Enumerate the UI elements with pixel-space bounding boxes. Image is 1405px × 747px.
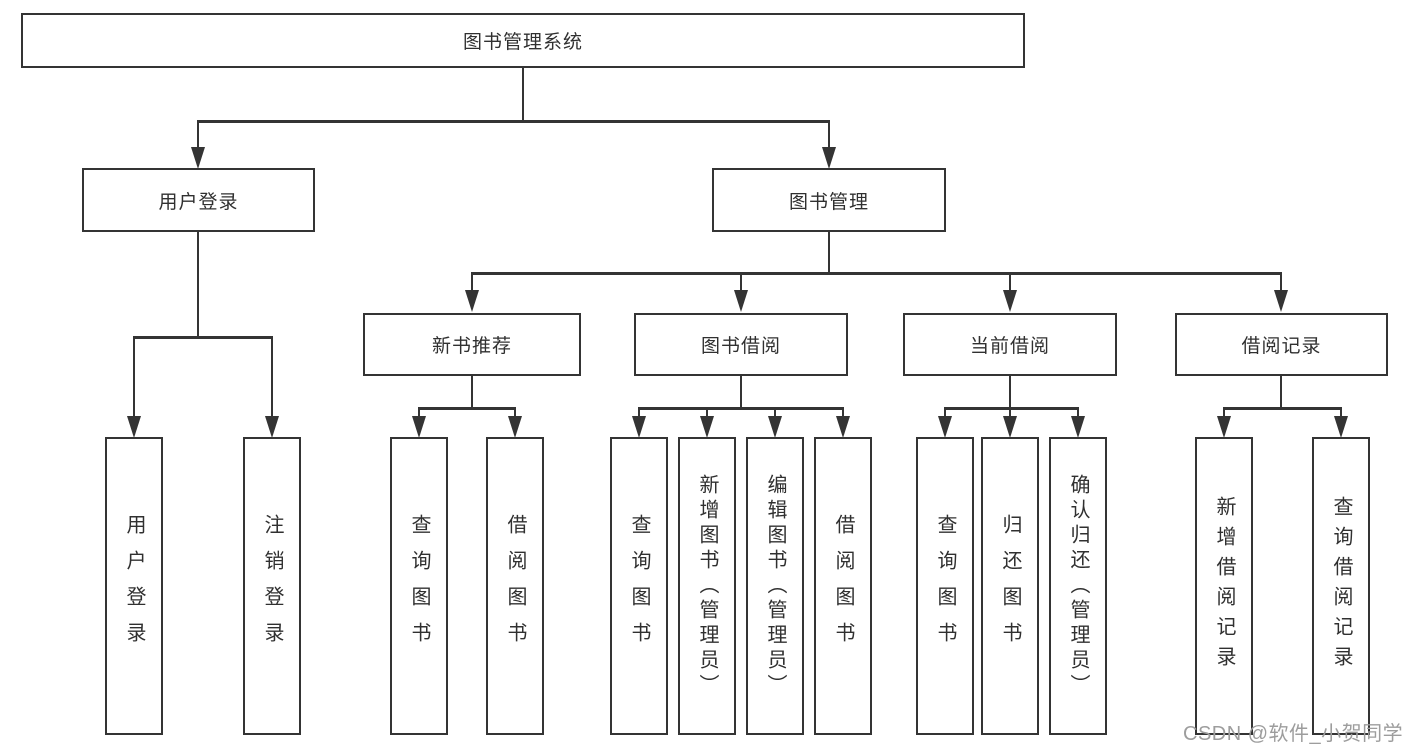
arrowhead-icon — [1003, 416, 1017, 438]
leaf-user-login: 用户登录 — [105, 437, 163, 735]
node-book-borrow: 图书借阅 — [634, 313, 848, 376]
arrowhead-icon — [836, 416, 850, 438]
arrowhead-icon — [127, 416, 141, 438]
leaf-label: 查询图书 — [408, 514, 430, 658]
arrowhead-icon — [1334, 416, 1348, 438]
arrowhead-icon — [508, 416, 522, 438]
edge-line — [827, 232, 831, 272]
leaf-query-books: 查询图书 — [610, 437, 668, 735]
edge-line — [827, 120, 831, 150]
leaf-label: 确认归还（管理员） — [1067, 473, 1089, 699]
leaf-label: 借阅图书 — [504, 514, 526, 658]
node-user-login: 用户登录 — [82, 168, 315, 232]
arrowhead-icon — [1003, 290, 1017, 312]
node-book-management: 图书管理 — [712, 168, 946, 232]
arrowhead-icon — [700, 416, 714, 438]
leaf-label: 查询图书 — [934, 514, 956, 658]
arrowhead-icon — [265, 416, 279, 438]
edge-line — [943, 407, 947, 417]
edge-line — [513, 407, 517, 417]
csdn-watermark: CSDN @软件_小贺同学 — [1183, 723, 1404, 745]
edge-line — [841, 407, 845, 417]
edge-line — [196, 120, 200, 150]
arrowhead-icon — [938, 416, 952, 438]
leaf-label: 借阅图书 — [832, 514, 854, 658]
edge-line — [417, 407, 421, 417]
leaf-label: 查询图书 — [628, 514, 650, 658]
arrowhead-icon — [822, 147, 836, 169]
node-label: 图书管理 — [788, 191, 869, 213]
leaf-add-borrow-record: 新增借阅记录 — [1195, 437, 1253, 735]
edge-line — [1008, 376, 1012, 407]
leaf-add-book-admin: 新增图书（管理员） — [678, 437, 736, 735]
edge-line — [419, 407, 515, 410]
edge-line — [470, 272, 474, 291]
edge-line — [945, 407, 1078, 410]
leaf-label: 编辑图书（管理员） — [764, 473, 786, 699]
leaf-label: 注销登录 — [261, 514, 283, 658]
node-label: 图书借阅 — [700, 336, 781, 357]
edge-line — [739, 272, 743, 291]
edge-line — [1008, 272, 1012, 291]
arrowhead-icon — [191, 147, 205, 169]
edge-line — [639, 407, 843, 410]
leaf-borrow-books: 借阅图书 — [814, 437, 872, 735]
arrowhead-icon — [632, 416, 646, 438]
node-label: 借阅记录 — [1241, 336, 1322, 357]
node-label: 用户登录 — [158, 191, 239, 213]
edge-line — [1279, 376, 1283, 407]
node-label: 当前借阅 — [969, 336, 1050, 357]
edge-line — [705, 407, 709, 417]
leaf-label: 新增图书（管理员） — [696, 473, 718, 699]
arrowhead-icon — [412, 416, 426, 438]
edge-line — [470, 376, 474, 407]
edge-line — [1076, 407, 1080, 417]
edge-line — [773, 407, 777, 417]
edge-line — [196, 232, 200, 336]
leaf-query-books: 查询图书 — [390, 437, 448, 735]
leaf-label: 新增借阅记录 — [1213, 496, 1235, 676]
leaf-query-books: 查询图书 — [916, 437, 974, 735]
leaf-label: 用户登录 — [123, 514, 145, 658]
leaf-confirm-return-admin: 确认归还（管理员） — [1049, 437, 1107, 735]
node-borrow-records: 借阅记录 — [1175, 313, 1388, 376]
edge-line — [1222, 407, 1226, 417]
node-new-book-recommend: 新书推荐 — [363, 313, 581, 376]
arrowhead-icon — [734, 290, 748, 312]
edge-line — [197, 120, 830, 123]
node-current-borrow: 当前借阅 — [903, 313, 1117, 376]
leaf-logout: 注销登录 — [243, 437, 301, 735]
edge-line — [1008, 407, 1012, 417]
edge-line — [1224, 407, 1341, 410]
edge-line — [132, 336, 136, 418]
edge-line — [1279, 272, 1283, 291]
edge-line — [471, 272, 1282, 275]
edge-line — [739, 376, 743, 407]
leaf-query-borrow-record: 查询借阅记录 — [1312, 437, 1370, 735]
node-label: 图书管理系统 — [462, 32, 583, 53]
arrowhead-icon — [1071, 416, 1085, 438]
edge-line — [270, 336, 274, 418]
arrowhead-icon — [1274, 290, 1288, 312]
leaf-edit-book-admin: 编辑图书（管理员） — [746, 437, 804, 735]
edge-line — [134, 336, 272, 339]
edge-line — [1339, 407, 1343, 417]
arrowhead-icon — [465, 290, 479, 312]
leaf-return-books: 归还图书 — [981, 437, 1039, 735]
leaf-label: 归还图书 — [999, 514, 1021, 658]
edge-line — [637, 407, 641, 417]
leaf-label: 查询借阅记录 — [1330, 496, 1352, 676]
node-library-system: 图书管理系统 — [21, 13, 1025, 68]
edge-line — [521, 68, 525, 120]
arrowhead-icon — [768, 416, 782, 438]
node-label: 新书推荐 — [431, 336, 512, 357]
leaf-borrow-books: 借阅图书 — [486, 437, 544, 735]
arrowhead-icon — [1217, 416, 1231, 438]
